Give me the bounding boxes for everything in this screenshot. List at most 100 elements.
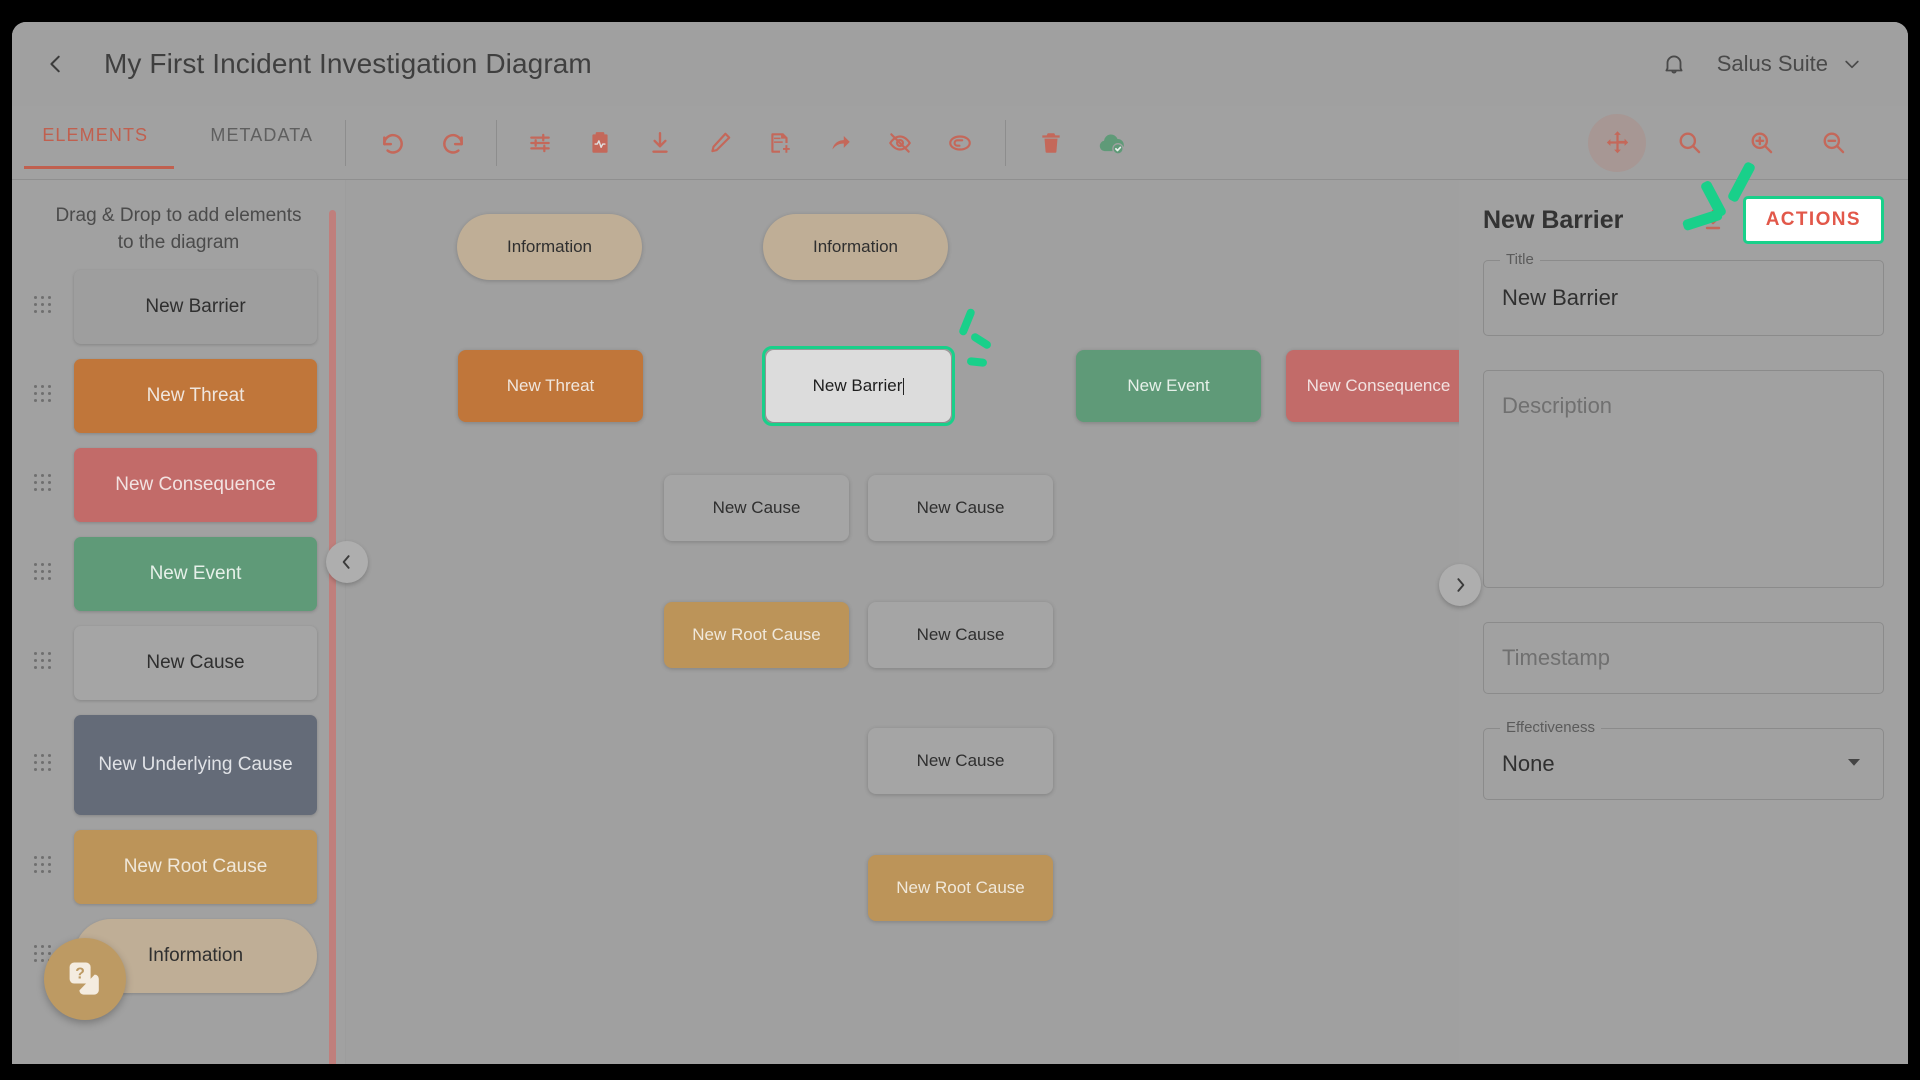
panel-tabs: ELEMENTS METADATA	[12, 106, 345, 180]
element-card-new-barrier[interactable]: New Barrier	[74, 270, 317, 344]
diagram-node-conseq[interactable]: New Consequence	[1286, 350, 1459, 422]
undo-icon[interactable]	[364, 114, 422, 172]
zoom-reset-icon[interactable]	[1660, 114, 1718, 172]
element-row: New Consequence	[12, 448, 345, 522]
attachment-link-icon[interactable]	[931, 114, 989, 172]
application-window: My First Incident Investigation Diagram …	[12, 22, 1908, 1064]
diagram-node-barrier[interactable]: New Barrier	[766, 350, 951, 422]
tab-elements[interactable]: ELEMENTS	[42, 125, 149, 145]
drag-handle-icon[interactable]	[34, 856, 56, 878]
diagram-node-label: New Cause	[712, 498, 801, 517]
tab-metadata[interactable]: METADATA	[210, 125, 314, 145]
diagram-node-root1[interactable]: New Root Cause	[664, 602, 849, 668]
page-title: My First Incident Investigation Diagram	[104, 48, 592, 79]
effectiveness-field-label: Effectiveness	[1500, 719, 1601, 736]
redo-icon[interactable]	[424, 114, 482, 172]
drag-handle-icon[interactable]	[34, 385, 56, 407]
back-button[interactable]	[30, 38, 82, 90]
element-card-label: New Root Cause	[123, 856, 268, 877]
element-row: New Threat	[12, 359, 345, 433]
app-header: My First Incident Investigation Diagram …	[12, 22, 1908, 106]
drag-handle-icon[interactable]	[34, 296, 56, 318]
element-row: New Root Cause	[12, 830, 345, 904]
element-card-label: New Consequence	[115, 474, 276, 495]
element-card-label: New Barrier	[145, 296, 246, 317]
account-menu[interactable]: Salus Suite	[1707, 45, 1872, 83]
element-card-new-event[interactable]: New Event	[74, 537, 317, 611]
diagram-node-root2[interactable]: New Root Cause	[868, 855, 1053, 921]
effectiveness-field-value: None	[1502, 751, 1555, 776]
collapse-left-panel-button[interactable]	[326, 541, 368, 583]
diagram-node-label: New Consequence	[1306, 376, 1451, 395]
download-icon[interactable]	[631, 114, 689, 172]
diagram-node-label: New Event	[1127, 376, 1210, 395]
diagram-node-info1[interactable]: Information	[457, 214, 642, 280]
description-field[interactable]: Description	[1483, 370, 1884, 588]
element-card-label: New Underlying Cause	[98, 754, 293, 775]
drag-handle-icon[interactable]	[34, 563, 56, 585]
element-card-label: New Event	[149, 563, 242, 584]
effectiveness-select[interactable]: Effectiveness None	[1483, 719, 1884, 800]
tab-active-underline	[24, 165, 174, 169]
notification-bell-icon[interactable]	[1647, 37, 1701, 91]
timestamp-field-placeholder: Timestamp	[1502, 645, 1610, 670]
element-row: New Underlying Cause	[12, 715, 345, 815]
main-toolbar: ELEMENTS METADATA	[12, 106, 1908, 180]
diagram-node-label: New Cause	[916, 751, 1005, 770]
clipboard-pulse-icon[interactable]	[571, 114, 629, 172]
actions-button[interactable]: ACTIONS	[1742, 196, 1884, 244]
sidebar-scrollbar[interactable]	[329, 210, 336, 1064]
details-title: New Barrier	[1483, 205, 1624, 234]
element-row: New Barrier	[12, 270, 345, 344]
note-add-icon[interactable]	[751, 114, 809, 172]
diagram-node-cause4[interactable]: New Cause	[868, 728, 1053, 794]
eye-off-icon[interactable]	[871, 114, 929, 172]
zoom-out-icon[interactable]	[1804, 114, 1862, 172]
trash-delete-icon[interactable]	[1022, 114, 1080, 172]
diagram-node-cause3[interactable]: New Cause	[868, 602, 1053, 668]
element-card-label: New Cause	[146, 652, 245, 673]
diagram-node-threat[interactable]: New Threat	[458, 350, 643, 422]
toolbar-divider	[496, 119, 497, 166]
pan-move-icon[interactable]	[1588, 113, 1646, 172]
svg-text:?: ?	[75, 965, 85, 982]
chevron-down-icon[interactable]	[1845, 753, 1883, 776]
cloud-check-icon[interactable]	[1082, 114, 1140, 172]
click-annotation-spark	[966, 356, 988, 368]
pencil-edit-icon[interactable]	[691, 114, 749, 172]
tune-settings-icon[interactable]	[511, 114, 569, 172]
element-card-new-cause[interactable]: New Cause	[74, 626, 317, 700]
share-arrow-icon[interactable]	[811, 114, 869, 172]
timestamp-field[interactable]: Timestamp	[1483, 622, 1884, 694]
toolbar-divider	[1005, 119, 1006, 166]
drag-handle-icon[interactable]	[34, 474, 56, 496]
click-annotation-spark	[969, 331, 993, 351]
title-field[interactable]: Title New Barrier	[1483, 251, 1884, 336]
title-field-label: Title	[1500, 251, 1540, 268]
element-row: New Cause	[12, 626, 345, 700]
element-card-new-root-cause[interactable]: New Root Cause	[74, 830, 317, 904]
details-header: New Barrier ACTIONS	[1483, 180, 1884, 260]
diagram-node-label: Information	[506, 237, 593, 256]
diagram-node-label: New Cause	[916, 625, 1005, 644]
element-card-new-underlying-cause[interactable]: New Underlying Cause	[74, 715, 317, 815]
diagram-node-label: New Root Cause	[692, 625, 821, 644]
help-question-icon[interactable]: ?	[44, 938, 126, 1020]
diagram-node-event[interactable]: New Event	[1076, 350, 1261, 422]
zoom-in-icon[interactable]	[1732, 114, 1790, 172]
diagram-node-cause1[interactable]: New Cause	[664, 475, 849, 541]
diagram-node-label: Information	[812, 237, 899, 256]
diagram-node-info2[interactable]: Information	[763, 214, 948, 280]
toolbar-left-tools	[346, 114, 1140, 172]
element-card-new-threat[interactable]: New Threat	[74, 359, 317, 433]
element-card-new-consequence[interactable]: New Consequence	[74, 448, 317, 522]
collapse-right-panel-button[interactable]	[1439, 564, 1481, 606]
diagram-node-cause2[interactable]: New Cause	[868, 475, 1053, 541]
element-details-panel: New Barrier ACTIONS Title New Barrier De…	[1459, 180, 1908, 1064]
description-field-placeholder: Description	[1502, 393, 1613, 418]
drag-handle-icon[interactable]	[34, 754, 56, 776]
title-field-value: New Barrier	[1502, 285, 1619, 310]
drag-handle-icon[interactable]	[34, 652, 56, 674]
